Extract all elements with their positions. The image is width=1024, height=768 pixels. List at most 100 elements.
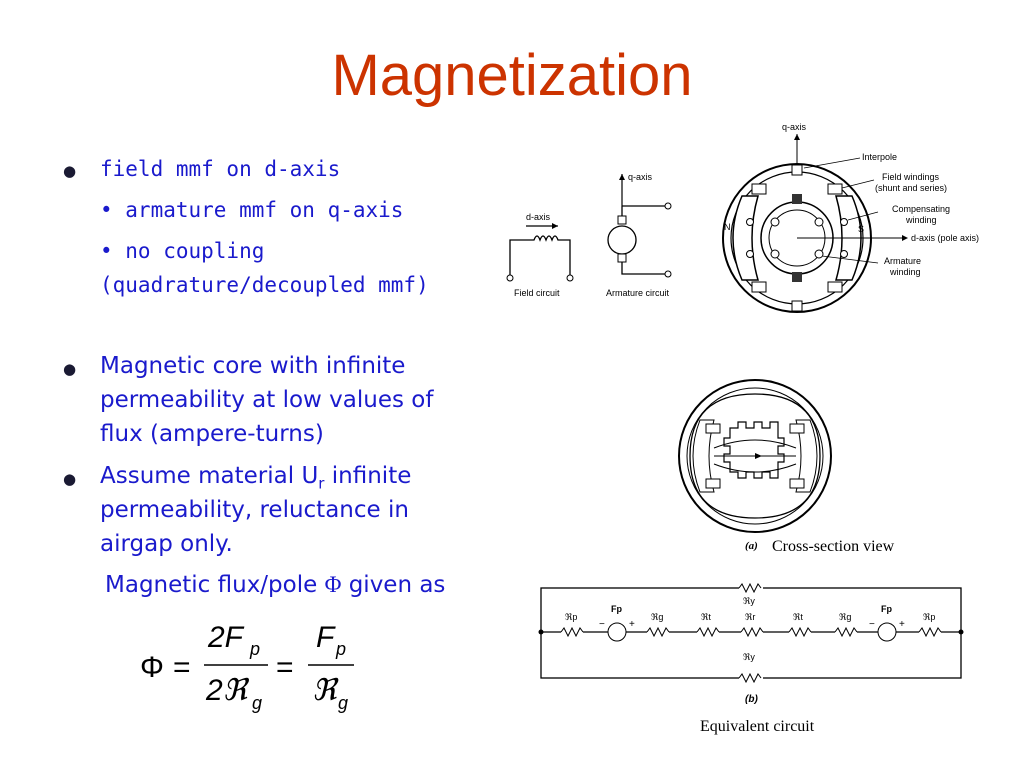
- yoke-inner: [686, 387, 824, 525]
- field-windings-label-2: (shunt and series): [875, 183, 947, 193]
- formula-phi: Φ: [140, 651, 164, 684]
- flux-arrow-center: [755, 453, 762, 459]
- formula-den-1-sub: g: [252, 693, 262, 713]
- ry-top-gap: [739, 583, 763, 593]
- bullet-magnetic-core-l3: flux (ampere-turns): [100, 421, 324, 447]
- bullet-dot-3: ●: [63, 470, 77, 488]
- interpole-bottom: [791, 300, 803, 312]
- compensating-label-2: winding: [905, 215, 937, 225]
- flux-formula: Φ = 2F p 2ℜ g = F p ℜ g: [140, 621, 354, 713]
- flux-line-upper: [713, 439, 797, 449]
- label-fp-left-minus: −: [599, 619, 605, 630]
- formula-den-2: ℜ: [312, 674, 339, 707]
- flux-per-pole-line: Magnetic flux/pole Φ given as: [105, 568, 445, 602]
- circuit-fig-label: (b): [745, 694, 758, 705]
- q-axis-label-2: q-axis: [782, 122, 807, 132]
- armature-winding-label-2: winding: [889, 267, 921, 277]
- field-terminal-left: [506, 274, 514, 282]
- label-rg-right: ℜg: [839, 612, 851, 622]
- label-fp-left: Fp: [611, 604, 622, 614]
- equivalent-circuit-caption: Equivalent circuit: [700, 718, 815, 735]
- field-winding-tr: [827, 183, 843, 195]
- rotor-slot-bottom: [792, 272, 802, 282]
- armature-circuit-label: Armature circuit: [606, 288, 670, 298]
- rotor-teeth: [723, 421, 785, 479]
- bullet-assume-material-l3: airgap only.: [100, 531, 233, 557]
- formula-num-2-sub: p: [335, 639, 346, 659]
- q-axis-arrowhead-1: [619, 174, 625, 180]
- armature-terminal-top: [664, 202, 672, 210]
- cross-section-fig-label: (a): [745, 540, 758, 552]
- d-axis-arrowhead: [552, 223, 558, 229]
- label-rt-left: ℜt: [701, 612, 711, 622]
- winding-br: [789, 478, 805, 489]
- d-axis-arrowhead-2: [902, 235, 908, 241]
- flux-line-lower: [713, 463, 797, 473]
- field-terminal-right: [566, 274, 574, 282]
- armature-brush-bottom: [617, 253, 627, 263]
- resistor-ry-top: [738, 582, 762, 594]
- d-axis-pole-label: d-axis (pole axis): [911, 233, 979, 243]
- compensating-label-1: Compensating: [892, 204, 950, 214]
- label-fp-left-plus: +: [629, 619, 635, 630]
- interpole-leader: [803, 157, 861, 169]
- slide-title: Magnetization: [331, 43, 693, 108]
- formula-num-2: F: [316, 621, 336, 654]
- label-fp-right: Fp: [881, 604, 892, 614]
- q-axis-arrowhead-2: [794, 134, 800, 140]
- formula-eq-2: =: [276, 651, 294, 684]
- armature-leader: [821, 255, 879, 264]
- formula-num-1-sub: p: [249, 639, 260, 659]
- field-windings-leader: [841, 179, 875, 189]
- armature-brush-top: [617, 215, 627, 225]
- field-winding-br: [827, 281, 843, 293]
- bullet-assume-material-l2: permeability, reluctance in: [100, 497, 409, 523]
- rotor-slot-top: [792, 194, 802, 204]
- field-circuit-label: Field circuit: [514, 288, 560, 298]
- interpole-top: [791, 164, 803, 176]
- compensating-conductor-2: [746, 250, 754, 258]
- compensating-leader: [847, 211, 879, 221]
- bullet-assume-material-l1: Assume material Ur infinite: [100, 459, 411, 501]
- interpole-label: Interpole: [862, 152, 897, 162]
- cross-section-caption: Cross-section view: [772, 538, 895, 555]
- compensating-conductor-3: [840, 218, 848, 226]
- formula-num-1: 2F: [207, 621, 245, 654]
- field-winding-bl: [751, 281, 767, 293]
- field-windings-label-1: Field windings: [882, 172, 940, 182]
- resistor-ry-bottom: [738, 672, 762, 684]
- winding-tr: [789, 423, 805, 434]
- armature-conductor-2: [814, 217, 824, 227]
- ry-bottom-label: ℜy: [743, 652, 755, 662]
- label-rp-left: ℜp: [565, 612, 577, 622]
- armature-conductor-3: [770, 249, 780, 259]
- field-coil: [509, 235, 571, 278]
- pole-left: [732, 195, 759, 281]
- d-axis-label: d-axis: [526, 212, 551, 222]
- sub-bullet-armature-mmf: • armature mmf on q-axis: [100, 198, 404, 222]
- bullet-magnetic-core-l1: Magnetic core with infinite: [100, 353, 406, 379]
- winding-tl: [705, 423, 721, 434]
- pole-n-label: N: [724, 222, 731, 232]
- main-line-elements: [560, 622, 942, 642]
- pole-shoe-left: [692, 419, 715, 493]
- armature-winding-label-1: Armature: [884, 256, 921, 266]
- sub-bullet-no-coupling: • no coupling: [100, 239, 265, 263]
- label-rg-left: ℜg: [651, 612, 663, 622]
- bullet-dot-2: ●: [63, 360, 77, 378]
- label-fp-right-minus: −: [869, 619, 875, 630]
- label-rp-right: ℜp: [923, 612, 935, 622]
- ry-bottom-gap: [739, 673, 763, 683]
- circuit-node-right: [958, 629, 964, 635]
- armature-rotor-symbol: [607, 225, 637, 255]
- armature-conductor-1: [770, 217, 780, 227]
- formula-den-2-sub: g: [338, 693, 348, 713]
- compensating-conductor-1: [746, 218, 754, 226]
- pole-shoe-right: [795, 419, 818, 493]
- formula-den-1: 2ℜ: [205, 674, 250, 707]
- assume-text-end: infinite: [324, 463, 412, 489]
- flux-path-bottom: [689, 455, 821, 519]
- winding-bl: [705, 478, 721, 489]
- yoke-outer: [678, 379, 832, 533]
- armature-conductor-4: [814, 249, 824, 259]
